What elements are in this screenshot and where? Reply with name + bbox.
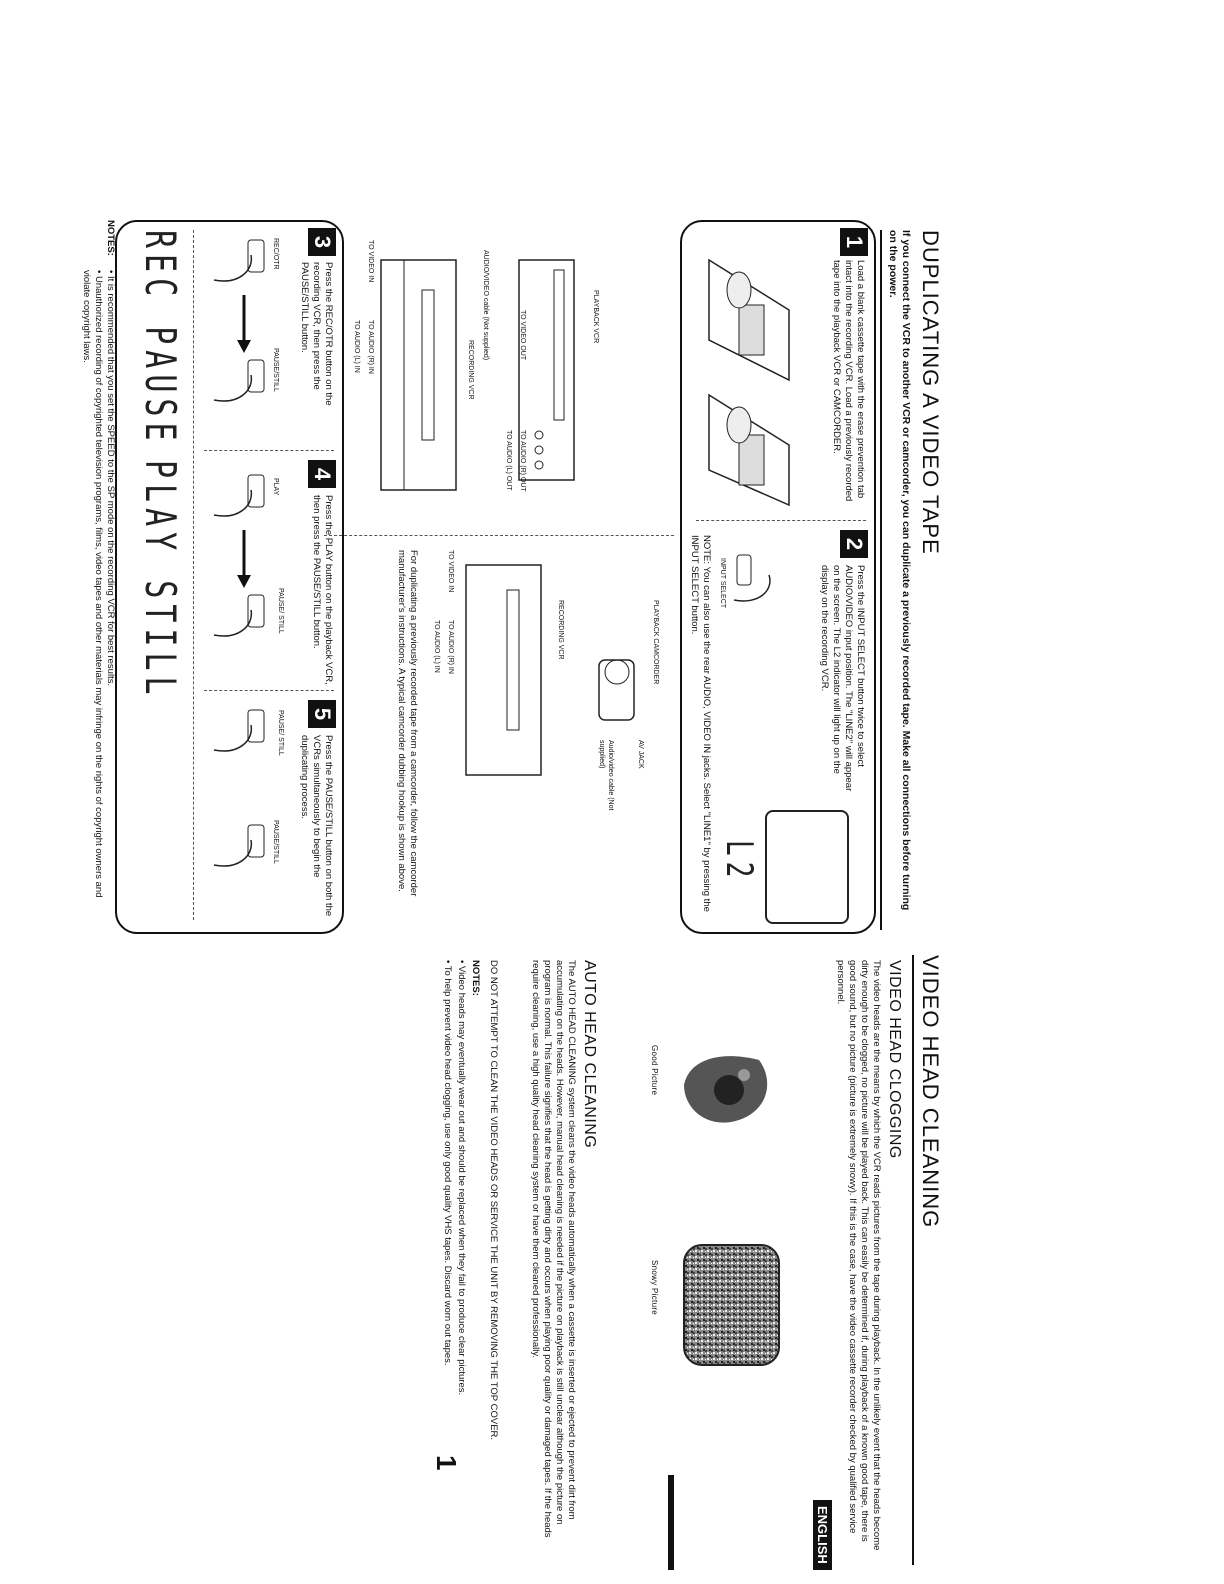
duplicating-intro: If you connect the VCR to another VCR or…: [886, 230, 912, 911]
step4-button-press-illustration: [213, 474, 265, 637]
cam-to-audio-r-in-label: TO AUDIO (R) IN: [447, 620, 454, 674]
camcorder-caption: For duplicating a previously recorded ta…: [395, 550, 419, 897]
lcd-divider: [193, 230, 194, 920]
cleaning-note-2-text: To help prevent video head clogging, use…: [442, 965, 453, 1366]
input-select-label: INPUT SELECT: [719, 558, 726, 609]
duplicating-notes-label: NOTES:: [105, 220, 116, 256]
cassette-load-illustration: [708, 258, 790, 507]
step2-note: NOTE: You can also use the rear AUDIO, V…: [688, 535, 712, 912]
step4-text: Press the PLAY button on the playback VC…: [310, 495, 334, 685]
av-cable-label: AUDIO/VIDEO cable (Not supplied): [482, 250, 489, 361]
step5-text: Press the PAUSE/STILL button on both the…: [298, 735, 334, 917]
l2-display: L2: [717, 840, 759, 884]
av-jack-label: AV JACK: [637, 740, 644, 769]
cleaning-warning: DO NOT ATTEMPT TO CLEAN THE VIDEO HEADS …: [488, 960, 499, 1441]
auto-cleaning-heading: AUTO HEAD CLEANING: [581, 960, 598, 1149]
playback-vcr-label: PLAYBACK VCR: [592, 290, 599, 344]
snowy-picture-label: Snowy Picture: [650, 1260, 659, 1316]
step3-number: 3: [308, 228, 336, 256]
divider-3-4: [204, 450, 334, 451]
snowy-picture-image: [683, 1244, 780, 1366]
step5-btn2-label: PAUSE/STILL: [272, 820, 279, 864]
step4-number: 4: [308, 460, 336, 488]
divider-1-2: [696, 520, 866, 521]
to-video-in-label: TO VIDEO IN: [367, 240, 374, 283]
step3-btn2-label: PAUSE/STILL: [272, 348, 279, 392]
input-select-button-illustration: [733, 554, 771, 602]
diagram-divider: [324, 535, 674, 536]
to-audio-l-out-label: TO AUDIO (L) OUT: [505, 430, 512, 491]
page-number: 1: [431, 1455, 462, 1471]
good-picture-image: [684, 1056, 768, 1123]
cleaning-title: VIDEO HEAD CLEANING: [918, 955, 943, 1229]
playback-camcorder-label: PLAYBACK CAMCORDER: [652, 600, 659, 685]
cam-to-video-in-label: TO VIDEO IN: [447, 550, 454, 593]
good-picture-label: Good Picture: [650, 1045, 659, 1096]
english-language-tab: ENGLISH: [813, 1500, 832, 1570]
cleaning-notes-label: NOTES:: [470, 960, 481, 996]
tv-screen-illustration: [765, 810, 849, 924]
step4-btn2-label: PAUSE/ STILL: [277, 588, 284, 634]
divider-4-5: [204, 690, 334, 691]
page-gutter: [94, 942, 944, 944]
top-rule: [880, 230, 882, 930]
step3-btn1-label: REC/OTR: [272, 238, 279, 270]
duplicating-note-2: • Unauthorized recording of copyrighted …: [80, 270, 104, 898]
rotated-manual-page: DUPLICATING A VIDEO TAPE If you connect …: [81, 220, 944, 1580]
bottom-black-bar: [668, 1475, 674, 1570]
step3-button-press-illustration: [213, 239, 265, 402]
to-video-out-label: TO VIDEO OUT: [519, 310, 526, 361]
step5-number: 5: [308, 700, 336, 728]
step1-number: 1: [840, 228, 868, 256]
step2-number: 2: [840, 530, 868, 558]
playback-vcr-illustration: [518, 259, 575, 481]
cam-recording-vcr-label: RECORDING VCR: [557, 600, 564, 660]
to-audio-l-in-label: TO AUDIO (L) IN: [353, 320, 360, 373]
step5-button-press-illustration: [213, 709, 265, 867]
duplicating-note-1: • It is recommended that you set the SPE…: [105, 270, 116, 687]
to-audio-r-out-label: TO AUDIO (R) OUT: [519, 430, 526, 492]
cleaning-note-1-text: Video heads may eventually wear out and …: [456, 965, 467, 1396]
step5-btn1-label: PAUSE/ STILL: [277, 710, 284, 756]
to-audio-r-in-label: TO AUDIO (R) IN: [367, 320, 374, 374]
step4-btn1-label: PLAY: [272, 478, 279, 496]
duplicating-title: DUPLICATING A VIDEO TAPE: [918, 230, 943, 555]
step1-text: Load a blank cassette tape with the eras…: [830, 260, 866, 502]
cam-to-audio-l-in-label: TO AUDIO (L) IN: [433, 620, 440, 673]
camcorder-illustration: [598, 659, 635, 721]
step2-text: Press the INPUT SELECT button twice to s…: [818, 565, 866, 792]
rec-pause-display: REC PAUSE: [135, 230, 184, 447]
clogging-heading: VIDEO HEAD CLOGGING: [886, 960, 903, 1159]
recording-vcr-label: RECORDING VCR: [467, 340, 474, 400]
step3-text: Press the REC/OTR button on the recordin…: [298, 262, 334, 406]
cam-recording-vcr-illustration: [465, 564, 542, 776]
clogging-text: The video heads are the means by which t…: [834, 960, 882, 1551]
cleaning-rule: [912, 955, 914, 1565]
duplicating-note-1-text: It is recommended that you set the SPEED…: [105, 275, 116, 687]
cam-cable-label: Audio/video cable (Not supplied): [598, 740, 614, 811]
play-still-display: PLAY STILL: [135, 460, 184, 701]
recording-vcr-illustration: [380, 259, 457, 491]
auto-cleaning-text: The AUTO HEAD CLEANING system cleans the…: [529, 960, 577, 1538]
duplicating-note-2-text: Unauthorized recording of copyrighted te…: [80, 270, 104, 898]
